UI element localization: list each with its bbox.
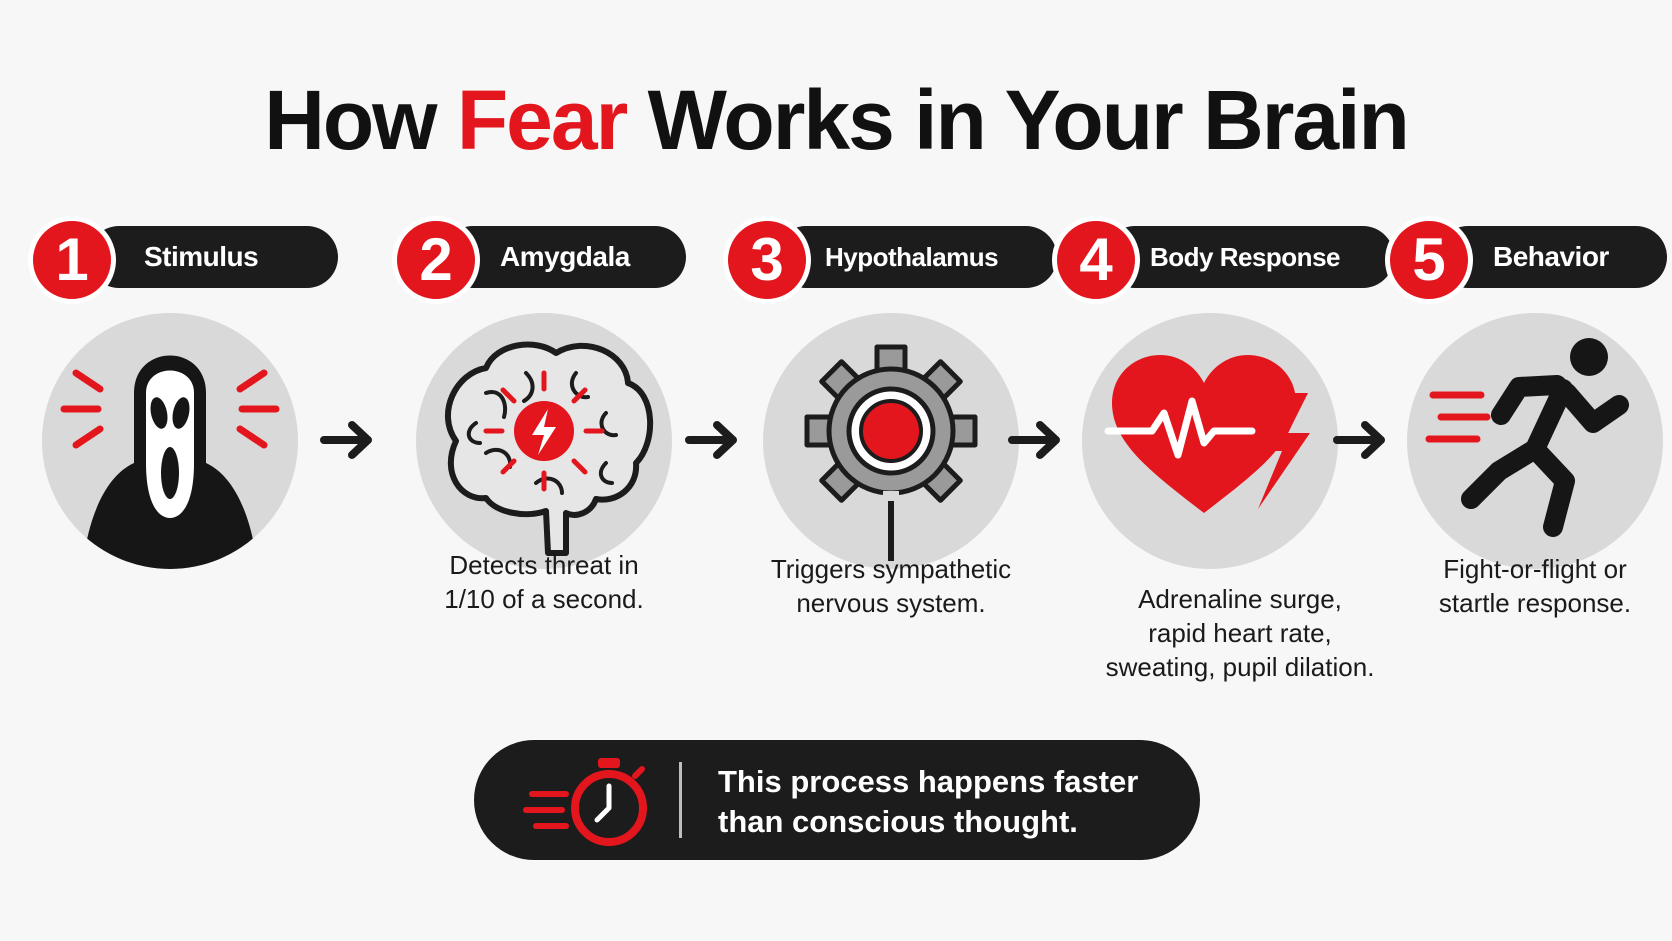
step-label: Hypothalamus xyxy=(825,242,999,272)
icon-circle xyxy=(416,313,672,569)
step-label-pill: Hypothalamus xyxy=(775,226,1057,288)
arrow-right-icon xyxy=(685,421,737,459)
icon-circle xyxy=(1407,313,1663,569)
icon-circle xyxy=(763,313,1019,569)
gear-icon xyxy=(804,344,978,561)
step-number: 1 xyxy=(28,216,116,304)
desc-line: Detects threat in xyxy=(449,550,639,580)
title-accent: Fear xyxy=(456,73,628,167)
step-label: Behavior xyxy=(1493,241,1609,272)
title-after: Works in Your Brain xyxy=(626,73,1410,167)
icon-circle xyxy=(1082,313,1338,569)
step-stimulus: Stimulus 1 xyxy=(28,0,338,941)
brain-alert-icon xyxy=(444,341,654,556)
step-label-pill: Amygdala xyxy=(442,226,686,288)
banner-line: than conscious thought. xyxy=(718,804,1078,839)
icon-circle xyxy=(42,313,298,569)
step-number: 3 xyxy=(723,216,811,304)
desc-line: sweating, pupil dilation. xyxy=(1105,652,1375,682)
banner-text: This process happens faster than conscio… xyxy=(718,762,1138,842)
step-body-response: Body Response 4 Adrenaline surge, rapid … xyxy=(1052,0,1394,941)
arrow-right-icon xyxy=(320,421,372,459)
step-behavior: Behavior 5 Fight-or-flight or startle re… xyxy=(1385,0,1672,941)
step-label: Amygdala xyxy=(500,241,630,272)
step-amygdala: Amygdala 2 Detects threat in 1/10 of a s… xyxy=(392,0,692,941)
page-title: How Fear Works in Your Brain xyxy=(0,72,1672,169)
step-label-pill: Behavior xyxy=(1437,226,1667,288)
arrow-right-icon xyxy=(1333,421,1385,459)
step-hypothalamus: Hypothalamus 3 T xyxy=(723,0,1057,941)
title-before: How xyxy=(264,73,457,167)
step-label-pill: Stimulus xyxy=(88,226,338,288)
stopwatch-icon xyxy=(523,758,647,846)
step-label: Body Response xyxy=(1150,242,1341,272)
desc-line: startle response. xyxy=(1438,588,1632,618)
step-description: Fight-or-flight or startle response. xyxy=(1365,552,1672,620)
summary-banner: This process happens faster than conscio… xyxy=(474,740,1200,860)
banner-line: This process happens faster xyxy=(718,764,1139,799)
running-person-icon xyxy=(1425,338,1629,537)
desc-line: 1/10 of a second. xyxy=(444,584,644,614)
desc-line: Fight-or-flight or xyxy=(1443,554,1627,584)
desc-line: nervous system. xyxy=(796,588,986,618)
step-description: Adrenaline surge, rapid heart rate, swea… xyxy=(1070,582,1410,684)
desc-line: Triggers sympathetic xyxy=(770,554,1012,584)
step-description: Triggers sympathetic nervous system. xyxy=(721,552,1061,620)
step-description: Detects threat in 1/10 of a second. xyxy=(374,548,714,616)
step-number: 5 xyxy=(1385,216,1473,304)
desc-line: Adrenaline surge, xyxy=(1138,584,1342,614)
step-number: 4 xyxy=(1052,216,1140,304)
step-number: 2 xyxy=(392,216,480,304)
ghostface-mask-icon xyxy=(60,355,280,569)
heart-pulse-icon xyxy=(1104,355,1310,513)
step-label: Stimulus xyxy=(144,241,259,272)
step-label-pill: Body Response xyxy=(1104,226,1394,288)
desc-line: rapid heart rate, xyxy=(1148,618,1332,648)
arrow-right-icon xyxy=(1008,421,1060,459)
banner-divider xyxy=(679,762,682,838)
